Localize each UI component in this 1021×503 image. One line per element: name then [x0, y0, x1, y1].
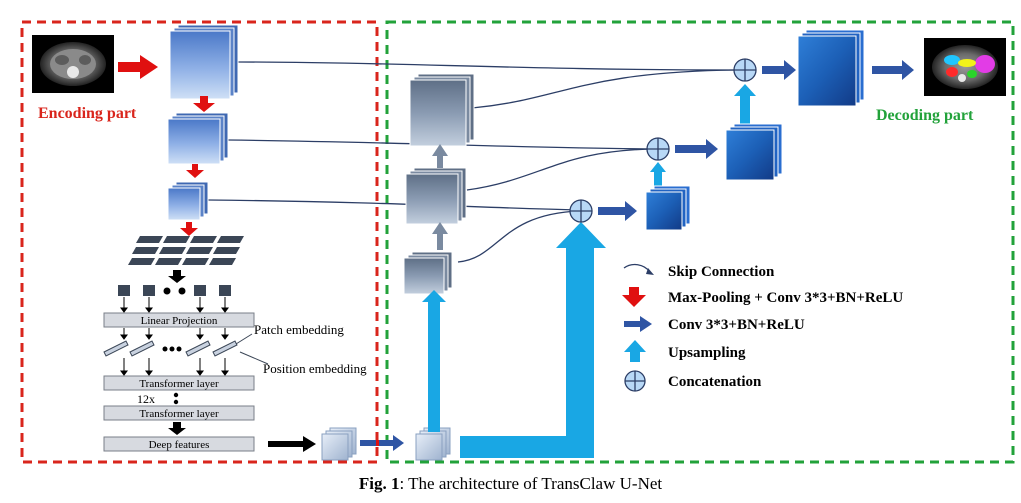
transformer-layer-box-2 — [103, 405, 255, 421]
concat-circle-icon — [646, 137, 670, 161]
legend-label-maxpool: Max-Pooling + Conv 3*3+BN+ReLU — [668, 290, 903, 306]
legend: Skip Connection Max-Pooling + Conv 3*3+B… — [622, 263, 903, 392]
ct-input-image — [32, 35, 114, 93]
deep-features-box — [103, 436, 255, 452]
gray-up-arrow-icon — [432, 222, 448, 250]
cyan-up-arrow-icon — [624, 340, 646, 362]
repeat-label: 12x — [137, 392, 155, 406]
bottleneck-stack-1 — [321, 427, 357, 461]
patch-grid — [128, 236, 244, 265]
token-row — [118, 285, 231, 296]
gray-up-arrow-icon — [432, 144, 448, 168]
blue-right-arrow-icon — [675, 139, 718, 159]
skip-arrowhead — [646, 268, 654, 275]
deep-features-label: Deep features — [149, 439, 210, 451]
legend-label-conv: Conv 3*3+BN+ReLU — [668, 317, 805, 333]
legend-label-skip: Skip Connection — [668, 264, 775, 280]
upsampled-stack-2 — [405, 167, 467, 225]
concat-circle-icon — [733, 58, 757, 82]
cyan-big-upsampling-path — [460, 222, 606, 458]
position-embedding-pointer — [239, 351, 269, 365]
transformer-layer-box-1 — [103, 375, 255, 391]
blue-right-arrow-icon — [872, 60, 914, 80]
bottleneck-stack-2 — [415, 427, 451, 461]
patch-embedding-label: Patch embedding — [254, 322, 344, 337]
figure-caption: Fig. 1: The architecture of TransClaw U-… — [0, 474, 1021, 494]
encoder-block-2 — [167, 112, 229, 165]
cyan-up-arrow-icon — [650, 162, 666, 186]
upsampled-stack-1 — [403, 251, 453, 295]
decoder-stack-1 — [645, 185, 691, 231]
legend-label-upsampling: Upsampling — [668, 345, 746, 361]
embedding-dots — [162, 346, 182, 352]
embedding-down-arrows — [120, 358, 229, 376]
upsampled-stack-3 — [409, 73, 475, 147]
black-down-arrow-icon — [168, 422, 186, 435]
repeat-dot-2 — [173, 399, 179, 405]
patch-embedding-pointer — [235, 333, 253, 345]
arrow-red-marker — [376, 440, 379, 446]
decoder-region — [385, 20, 1015, 464]
cyan-up-arrow-icon — [734, 84, 756, 124]
skip-connection-icon — [623, 263, 651, 273]
cyan-up-arrow-icon — [422, 290, 446, 432]
legend-label-concat: Concatenation — [668, 374, 762, 390]
blue-right-arrow-icon — [360, 435, 404, 451]
blue-right-arrow-icon — [598, 201, 637, 221]
projection-down-arrows — [120, 328, 229, 340]
red-down-arrows — [118, 55, 215, 236]
ct-output-segmentation-image — [924, 38, 1006, 96]
encoder-block-3 — [167, 181, 209, 221]
decoding-part-label: Decoding part — [876, 107, 974, 124]
encoder-region — [20, 20, 379, 464]
decoder-stack-3 — [797, 29, 865, 107]
encoder-block-1 — [169, 24, 239, 100]
concat-circle-icon — [569, 199, 593, 223]
encoding-part-label: Encoding part — [38, 105, 137, 122]
position-embedding-label: Position embedding — [263, 361, 367, 376]
blue-right-arrow-icon — [762, 60, 796, 80]
embedding-tokens — [103, 340, 238, 357]
red-down-arrow-icon — [622, 287, 646, 307]
concat-circle-icon — [624, 370, 646, 392]
black-right-arrow-icon — [268, 436, 316, 452]
decoder-stack-2 — [725, 123, 783, 181]
transformer-layer-label-1: Transformer layer — [139, 378, 219, 390]
repeat-dot-1 — [173, 392, 179, 398]
token-down-arrows — [120, 297, 229, 313]
caption-text: : The architecture of TransClaw U-Net — [399, 474, 663, 493]
black-down-arrow-icon — [168, 270, 186, 283]
linear-projection-box — [103, 312, 255, 328]
caption-prefix: Fig. 1 — [358, 474, 400, 493]
linear-projection-label: Linear Projection — [141, 315, 218, 327]
blue-right-arrow-icon — [624, 316, 652, 332]
transformer-layer-label-2: Transformer layer — [139, 408, 219, 420]
